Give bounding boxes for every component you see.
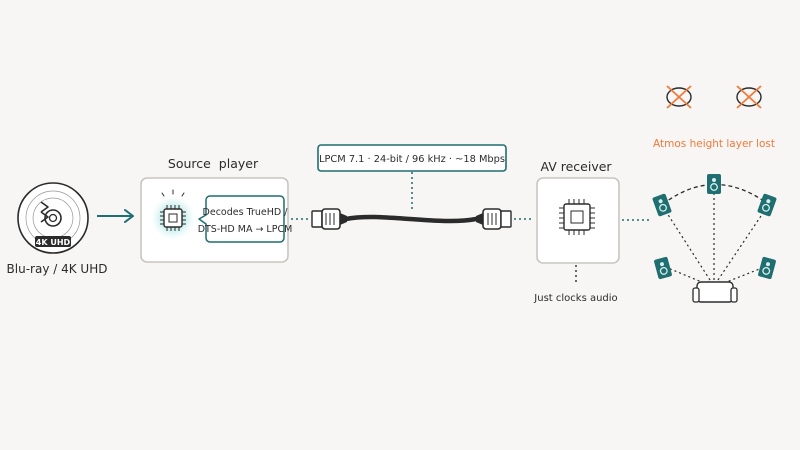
speaker-front-left-icon xyxy=(652,193,672,217)
disc-to-player-arrow xyxy=(97,209,134,223)
speaker-surround-left-icon xyxy=(654,256,672,280)
listener-sight-lines xyxy=(664,192,766,284)
hdmi-plug-left-icon xyxy=(311,208,347,230)
4k-uhd-badge xyxy=(35,236,71,247)
decode-bubble xyxy=(198,195,285,243)
decode-bubble-line1: Decodes TrueHD / xyxy=(203,207,289,218)
receiver-title: AV receiver xyxy=(540,159,612,174)
bluray-disc-icon: 4K UHD xyxy=(17,182,89,254)
decoder-chip-icon xyxy=(151,189,195,240)
speaker-surround-right-icon xyxy=(758,256,776,280)
hdmi-cable xyxy=(311,208,512,230)
decode-bubble-line2: DTS-HD MA → LPCM xyxy=(198,224,293,235)
4k-uhd-badge-text: 4K UHD xyxy=(36,238,71,247)
cable-label-box xyxy=(317,144,507,172)
receiver-note: Just clocks audio xyxy=(533,293,617,304)
hdmi-plug-right-icon xyxy=(476,208,512,230)
source-player-title: Source player xyxy=(168,156,259,171)
cable-format-label: LPCM 7.1 · 24-bit / 96 kHz · ~18 Mbps xyxy=(319,154,505,165)
receiver-chip-icon xyxy=(559,199,595,235)
speaker-center-icon xyxy=(707,174,721,194)
disc-label: Blu-ray / 4K UHD xyxy=(7,262,108,276)
height-layer-lost-label: Atmos height layer lost xyxy=(653,138,775,150)
speaker-front-right-icon xyxy=(757,193,777,217)
height-speaker-right-disabled-icon xyxy=(736,85,762,109)
listener-couch-icon xyxy=(692,281,738,303)
height-speaker-left-disabled-icon xyxy=(666,85,692,109)
